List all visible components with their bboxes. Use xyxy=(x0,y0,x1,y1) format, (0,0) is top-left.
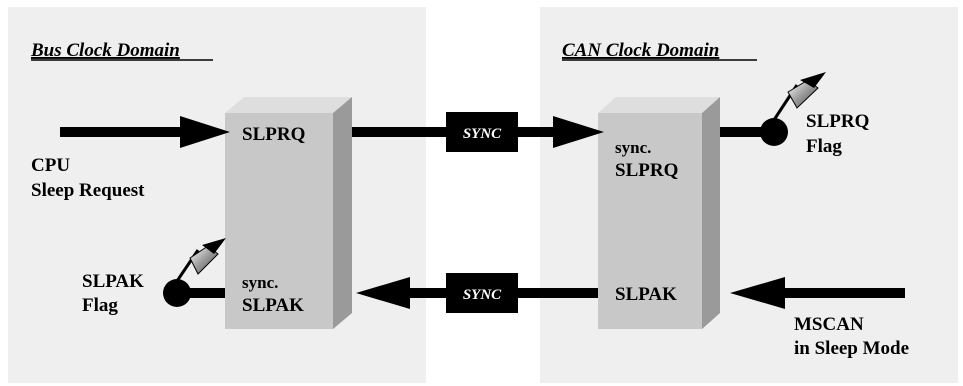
slpak-flag-label-2: Flag xyxy=(82,295,118,316)
bus-block-slpak-label: SLPAK xyxy=(242,295,304,316)
can-block-slpak-label: SLPAK xyxy=(615,284,677,305)
bus-domain-panel xyxy=(8,7,426,383)
slpak-flag-label: SLPAK xyxy=(82,271,144,292)
slprq-flag-icon xyxy=(768,72,826,127)
bus-block-slprq-label: SLPRQ xyxy=(242,124,305,145)
cpu-request-arrow xyxy=(60,116,230,148)
sleep-request-label: Sleep Request xyxy=(31,180,145,201)
slprq-flag-knob xyxy=(760,118,788,146)
slpak-flag-icon xyxy=(171,238,226,288)
can-block-side-face xyxy=(702,97,720,329)
can-domain-title: CAN Clock Domain xyxy=(562,40,719,61)
sync-box-bottom xyxy=(446,273,518,313)
bus-register-block xyxy=(225,97,352,329)
bus-block-front-face xyxy=(225,113,333,329)
slprq-flag-label-2: Flag xyxy=(806,136,842,157)
slprq-flag-line xyxy=(720,127,774,137)
slpak-flag-knob xyxy=(163,279,191,307)
sync-box-bottom-label: SYNC xyxy=(463,287,502,303)
can-block-sync-label: sync. xyxy=(615,138,651,157)
mscan-sleep-arrow xyxy=(730,277,905,309)
sleep-mode-label: in Sleep Mode xyxy=(794,338,909,359)
can-block-top-face xyxy=(598,97,720,113)
slpak-flag-line xyxy=(177,288,225,298)
can-block-slprq-label: SLPRQ xyxy=(615,160,678,181)
bus-domain-title: Bus Clock Domain xyxy=(30,40,180,61)
can-register-block xyxy=(598,97,720,329)
can-block-front-face xyxy=(598,113,702,329)
bus-block-side-face xyxy=(333,97,352,329)
sync-box-top xyxy=(446,112,518,152)
cpu-label: CPU xyxy=(31,155,70,176)
slprq-flag-label: SLPRQ xyxy=(806,111,869,132)
mscan-label: MSCAN xyxy=(794,314,864,335)
sync-box-top-label: SYNC xyxy=(463,126,502,142)
bus-block-sync-label: sync. xyxy=(242,273,278,292)
bus-block-top-face xyxy=(225,97,352,113)
